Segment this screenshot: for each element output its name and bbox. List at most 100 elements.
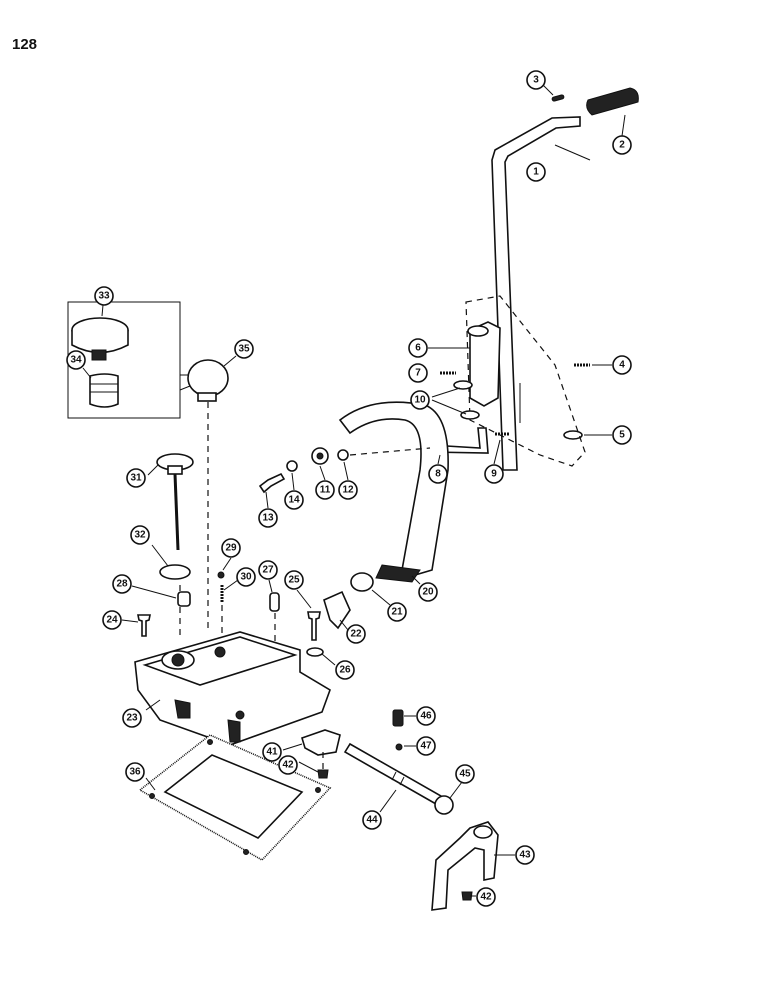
svg-text:3: 3: [533, 75, 539, 86]
svg-text:42: 42: [480, 892, 492, 903]
callout-13: 13: [258, 508, 278, 528]
breather-inset-box: [67, 301, 181, 419]
callout-42-upper: 42: [278, 755, 298, 775]
callout-36: 36: [125, 762, 145, 782]
callout-12: 12: [338, 480, 358, 500]
svg-text:43: 43: [519, 850, 531, 861]
page-number: 128: [12, 36, 38, 53]
svg-text:12: 12: [342, 485, 354, 496]
svg-text:47: 47: [420, 741, 432, 752]
washer-14: [286, 460, 298, 472]
svg-text:44: 44: [366, 815, 378, 826]
callout-43: 43: [515, 845, 535, 865]
shift-tube: [338, 401, 449, 583]
svg-text:46: 46: [420, 711, 432, 722]
svg-text:36: 36: [129, 767, 141, 778]
set-screw-42b: [461, 891, 473, 901]
callout-5: 5: [612, 425, 632, 445]
rod-end-11: [311, 447, 329, 465]
svg-text:25: 25: [288, 575, 300, 586]
callout-28: 28: [112, 574, 132, 594]
callout-46: 46: [416, 706, 436, 726]
svg-text:42: 42: [282, 760, 294, 771]
bolt-24: [137, 614, 151, 637]
svg-text:22: 22: [350, 629, 362, 640]
spring-46: [392, 709, 404, 727]
washer-10a: [453, 380, 473, 390]
svg-text:35: 35: [238, 344, 250, 355]
svg-text:45: 45: [459, 769, 471, 780]
callout-3: 3: [526, 70, 546, 90]
svg-text:13: 13: [262, 513, 274, 524]
callout-45: 45: [455, 764, 475, 784]
callout-31: 31: [126, 468, 146, 488]
callout-23: 23: [122, 708, 142, 728]
callout-29: 29: [221, 538, 241, 558]
callout-21: 21: [387, 602, 407, 622]
svg-text:29: 29: [225, 543, 237, 554]
svg-text:31: 31: [130, 473, 142, 484]
callout-32: 32: [130, 525, 150, 545]
callout-1: 1: [526, 162, 546, 182]
svg-text:5: 5: [619, 430, 625, 441]
washer-10b: [460, 410, 480, 420]
shift-block-41: [301, 729, 341, 756]
svg-text:14: 14: [288, 495, 300, 506]
callout-35: 35: [234, 339, 254, 359]
svg-text:20: 20: [422, 587, 434, 598]
svg-text:41: 41: [266, 747, 278, 758]
washer-26: [306, 647, 324, 657]
callout-33: 33: [94, 286, 114, 306]
lever-knob: [586, 87, 639, 116]
svg-text:21: 21: [391, 607, 403, 618]
bushing-45: [434, 795, 454, 815]
svg-text:10: 10: [414, 395, 426, 406]
svg-text:1: 1: [533, 167, 539, 178]
svg-text:24: 24: [106, 615, 118, 626]
roll-pin-3: [551, 94, 565, 102]
callout-25: 25: [284, 570, 304, 590]
bolt-13: [258, 472, 286, 494]
svg-text:7: 7: [415, 368, 421, 379]
assembly-boundary: [465, 295, 586, 467]
shift-fork-43: [431, 821, 499, 911]
callout-47: 47: [416, 736, 436, 756]
svg-text:23: 23: [126, 713, 138, 724]
pin-28: [177, 591, 191, 607]
callout-30: 30: [236, 567, 256, 587]
svg-text:33: 33: [98, 291, 110, 302]
svg-text:30: 30: [240, 572, 252, 583]
washer-5: [563, 430, 583, 440]
callout-41: 41: [262, 742, 282, 762]
svg-text:11: 11: [320, 485, 331, 496]
breather-cap-35: [187, 359, 229, 402]
lever-bracket: [467, 321, 501, 407]
callout-10: 10: [410, 390, 430, 410]
shift-rail-44: [343, 742, 450, 810]
svg-text:28: 28: [116, 579, 128, 590]
seal-ring-32: [159, 564, 191, 580]
svg-text:4: 4: [619, 360, 625, 371]
callout-7: 7: [408, 363, 428, 383]
callout-9: 9: [484, 464, 504, 484]
callout-27: 27: [258, 560, 278, 580]
svg-text:8: 8: [435, 469, 441, 480]
gasket-36: [138, 734, 332, 862]
svg-text:34: 34: [70, 355, 82, 366]
callout-42-lower: 42: [476, 887, 496, 907]
callout-6: 6: [408, 338, 428, 358]
callout-14: 14: [284, 490, 304, 510]
callout-44: 44: [362, 810, 382, 830]
bushing-21: [350, 572, 374, 592]
callout-22: 22: [346, 624, 366, 644]
ball-47: [395, 743, 403, 751]
dipstick-31: [156, 453, 194, 551]
svg-text:9: 9: [491, 469, 497, 480]
coupling-22: [323, 590, 351, 630]
callout-24: 24: [102, 610, 122, 630]
set-screw-42a: [317, 769, 329, 779]
leader-lines: [82, 81, 626, 897]
callout-26: 26: [335, 660, 355, 680]
svg-text:6: 6: [415, 343, 421, 354]
